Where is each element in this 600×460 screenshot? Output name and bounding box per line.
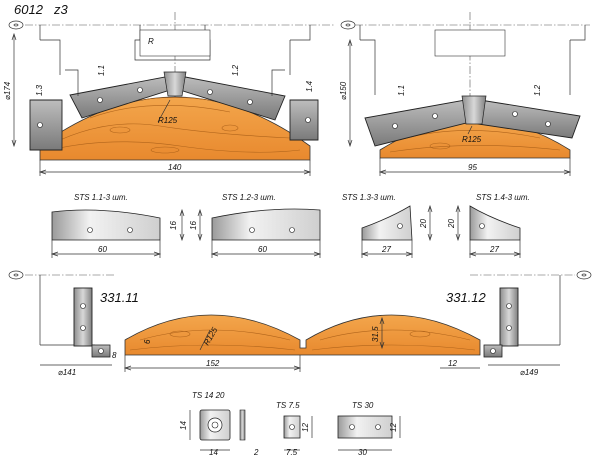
svg-text:12: 12 [389,423,398,432]
top-right-tool: ⌀150 1.1 1.2 R125 95 [339,12,590,176]
dim-12: 12 [448,359,457,368]
label-1-1: 1.1 [97,65,106,76]
insert-ts-7-5: TS 7.5 7.5 12 [276,401,313,457]
label-right-1-1: 1.1 [397,85,406,96]
dim-31-5: 31.5 [371,326,380,342]
svg-text:7.5: 7.5 [286,448,298,457]
drawing-suffix: z3 [53,2,69,17]
svg-text:TS 30: TS 30 [352,401,374,410]
svg-text:2: 2 [253,448,259,457]
bottom-left-diameter: ⌀141 [58,368,76,377]
svg-text:STS 1.3-3 шт.: STS 1.3-3 шт. [342,193,396,202]
label-1-3: 1.3 [35,84,44,96]
bottom-right-diameter: ⌀149 [520,368,539,377]
svg-text:R: R [148,37,154,46]
svg-text:STS 1.4-3 шт.: STS 1.4-3 шт. [476,193,530,202]
tool-331-12: 331.12 [446,290,487,305]
svg-text:16: 16 [189,221,198,230]
svg-text:20: 20 [419,219,428,229]
svg-text:27: 27 [489,245,499,254]
top-left-diameter: ⌀174 [3,81,12,100]
label-1-2: 1.2 [231,64,240,76]
svg-text:60: 60 [258,245,267,254]
svg-text:20: 20 [447,219,456,229]
knife-1-4 [289,99,319,141]
top-right-width: 95 [468,163,477,172]
svg-text:12: 12 [301,423,310,432]
knife-sts-1-2: STS 1.2-3 шт. 60 16 [189,193,322,258]
tool-331-11: 331.11 [100,290,139,305]
dim-8: 8 [112,351,117,360]
insert-ts-30: TS 30 30 12 [337,401,401,457]
svg-text:TS 7.5: TS 7.5 [276,401,300,410]
svg-text:14: 14 [179,421,188,430]
knife-sts-1-4: STS 1.4-3 шт. 27 20 [447,193,530,258]
svg-text:STS 1.1-3 шт.: STS 1.1-3 шт. [74,193,128,202]
svg-text:30: 30 [358,448,367,457]
dim-6: 6 [143,339,152,344]
insert-ts-14-20: TS 14 20 14 14 2 [179,391,259,457]
svg-text:STS 1.2-3 шт.: STS 1.2-3 шт. [222,193,276,202]
svg-text:60: 60 [98,245,107,254]
top-left-tool: R ⌀174 1.3 1.1 1.2 1.4 [3,12,335,176]
bottom-assembly: 331.11 331.12 ⌀141 8 ⌀149 6 R125 31.5 [8,270,592,377]
top-left-radius: R125 [158,116,178,125]
knife-sts-1-3: STS 1.3-3 шт. 27 20 [342,193,433,258]
label-right-1-2: 1.2 [533,84,542,96]
drawing-code: 6012 [14,2,44,17]
dim-152: 152 [206,359,220,368]
label-1-4: 1.4 [305,80,314,92]
top-left-width: 140 [168,163,182,172]
svg-text:14: 14 [209,448,218,457]
knife-1-3 [29,99,63,151]
svg-text:16: 16 [169,221,178,230]
top-right-diameter: ⌀150 [339,81,348,100]
top-right-radius: R125 [462,135,482,144]
svg-text:27: 27 [381,245,391,254]
knife-sts-1-1: STS 1.1-3 шт. 60 16 [50,193,185,258]
svg-text:TS 14 20: TS 14 20 [192,391,225,400]
